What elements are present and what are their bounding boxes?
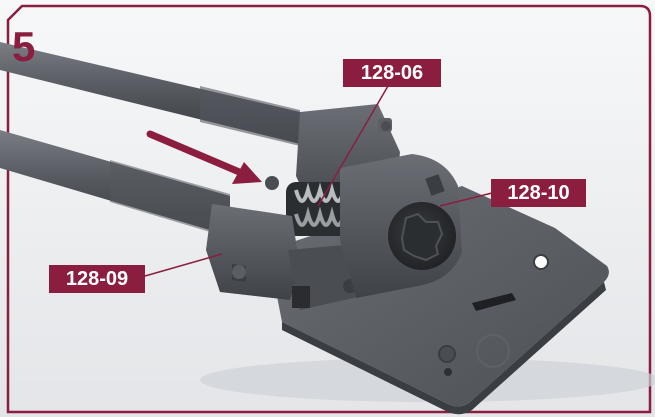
frame-border: [6, 4, 652, 414]
callout-label-spring: 128-06: [343, 59, 441, 87]
callout-label-rod: 128-09: [49, 265, 145, 293]
front-block: [206, 204, 300, 300]
leader-line-spring: [317, 85, 389, 207]
callout-label-gear: 128-10: [491, 179, 586, 207]
leader-line-gear: [439, 192, 493, 207]
insertion-arrow: [146, 130, 262, 184]
step-number: 5: [12, 23, 36, 70]
leader-line-rod: [144, 253, 223, 277]
step-indicator: 5: [6, 24, 46, 70]
